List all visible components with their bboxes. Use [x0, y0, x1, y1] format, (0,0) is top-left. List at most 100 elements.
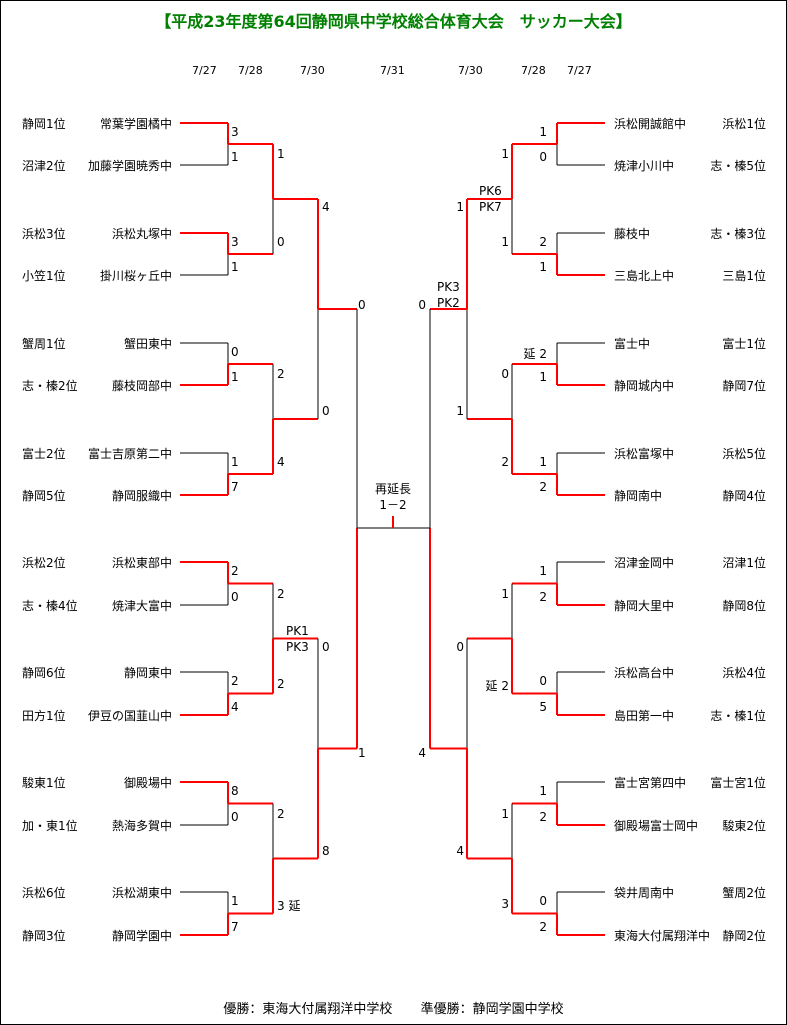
pk-note: PK7 — [479, 200, 502, 214]
winner-text: 優勝：東海大付属翔洋中学校 — [223, 1002, 393, 1017]
score: 1 — [501, 147, 509, 161]
score: 7 — [231, 480, 239, 494]
score: 0 — [539, 894, 547, 908]
team-seed: 浜松6位 — [22, 886, 66, 900]
score: 1 — [539, 784, 547, 798]
pk-note: PK6 — [479, 184, 502, 198]
team-seed: 静岡4位 — [722, 489, 766, 503]
date-label: 7/31 — [380, 64, 405, 77]
team-name: 浜松東部中 — [111, 556, 172, 570]
team-name: 静岡学園中 — [111, 929, 172, 943]
score: 7 — [231, 920, 239, 934]
team-seed: 浜松2位 — [22, 556, 66, 570]
score: 2 — [539, 920, 547, 934]
score: 0 — [231, 345, 239, 359]
team-seed: 浜松3位 — [22, 227, 66, 241]
team-seed: 蟹周1位 — [22, 337, 66, 351]
score: 2 — [539, 810, 547, 824]
date-label: 7/28 — [238, 64, 263, 77]
score: 4 — [418, 746, 426, 760]
team-name: 静岡南中 — [614, 489, 663, 503]
team-name: 常葉学園橘中 — [99, 117, 172, 131]
score: 2 — [539, 480, 547, 494]
pk-note: PK2 — [437, 296, 460, 310]
score: 2 — [277, 677, 285, 691]
score: 0 — [501, 367, 509, 381]
score: 8 — [231, 784, 239, 798]
runner-up-text: 準優勝：静岡学園中学校 — [420, 1002, 564, 1017]
score: 2 — [539, 235, 547, 249]
score: 3 — [501, 897, 509, 911]
score: 4 — [231, 700, 239, 714]
team-name: 浜松丸塚中 — [111, 227, 172, 241]
team-name: 焼津小川中 — [614, 159, 675, 173]
team-seed: 志・榛5位 — [710, 159, 766, 173]
score: 0 — [456, 640, 464, 654]
team-seed: 浜松4位 — [722, 666, 766, 680]
team-name: 三島北上中 — [614, 269, 675, 283]
pk-note: PK1 — [286, 624, 309, 638]
team-name: 富士中 — [614, 337, 651, 351]
score: 0 — [231, 590, 239, 604]
score: 0 — [322, 640, 330, 654]
score: 1 — [539, 564, 547, 578]
final-note: 再延長 — [374, 482, 412, 496]
score: 1 — [231, 150, 239, 164]
score: 1 — [231, 260, 239, 274]
team-seed: 静岡2位 — [722, 929, 766, 943]
score: 0 — [539, 150, 547, 164]
team-seed: 駿東1位 — [22, 776, 66, 790]
team-seed: 駿東2位 — [722, 819, 766, 833]
team-name: 沼津金岡中 — [614, 556, 675, 570]
score: 0 — [277, 235, 285, 249]
score: 3 — [231, 125, 239, 139]
team-name: 蟹田東中 — [123, 337, 172, 351]
score: 0 — [358, 298, 366, 312]
team-seed: 加・東1位 — [22, 819, 78, 833]
team-name: 浜松湖東中 — [111, 886, 172, 900]
team-name: 加藤学園暁秀中 — [87, 159, 172, 173]
team-name: 掛川桜ヶ丘中 — [99, 269, 172, 283]
team-seed: 静岡5位 — [22, 489, 66, 503]
date-label: 7/27 — [192, 64, 217, 77]
round-dates: 7/27 7/28 7/30 7/31 7/30 7/28 7/27 — [0, 0, 787, 90]
team-seed: 浜松1位 — [722, 117, 766, 131]
team-seed: 志・榛2位 — [22, 379, 78, 393]
score: 8 — [322, 844, 330, 858]
team-seed: 志・榛1位 — [710, 709, 766, 723]
team-name: 富士吉原第二中 — [87, 447, 172, 461]
team-name: 島田第一中 — [614, 709, 675, 723]
team-name: 静岡東中 — [123, 666, 172, 680]
score: 1 — [501, 235, 509, 249]
team-name: 静岡城内中 — [614, 379, 675, 393]
score: 2 — [277, 587, 285, 601]
score: 3 延 — [277, 899, 301, 913]
team-name: 東海大付属翔洋中 — [614, 929, 711, 943]
team-seed: 志・榛3位 — [710, 227, 766, 241]
team-name: 藤枝中 — [614, 227, 651, 241]
score: 1 — [539, 125, 547, 139]
score: 1 — [231, 455, 239, 469]
score: 1 — [539, 370, 547, 384]
team-seed: 静岡8位 — [722, 599, 766, 613]
team-seed: 静岡1位 — [22, 117, 66, 131]
team-name: 藤枝岡部中 — [111, 379, 172, 393]
team-name: 熱海多賀中 — [111, 819, 172, 833]
team-seed: 三島1位 — [722, 269, 766, 283]
team-name: 御殿場富士岡中 — [614, 819, 699, 833]
team-name: 浜松富塚中 — [614, 447, 675, 461]
team-seed: 沼津2位 — [22, 159, 66, 173]
team-name: 富士宮第四中 — [614, 776, 687, 790]
team-seed: 浜松5位 — [722, 447, 766, 461]
score: 0 — [322, 404, 330, 418]
date-label: 7/28 — [521, 64, 546, 77]
team-seed: 静岡6位 — [22, 666, 66, 680]
score: 0 — [418, 298, 426, 312]
score: 1 — [539, 455, 547, 469]
score: 0 — [231, 810, 239, 824]
score: 1 — [539, 260, 547, 274]
team-name: 焼津大富中 — [111, 599, 172, 613]
score: 1 — [231, 894, 239, 908]
score: 2 — [501, 455, 509, 469]
